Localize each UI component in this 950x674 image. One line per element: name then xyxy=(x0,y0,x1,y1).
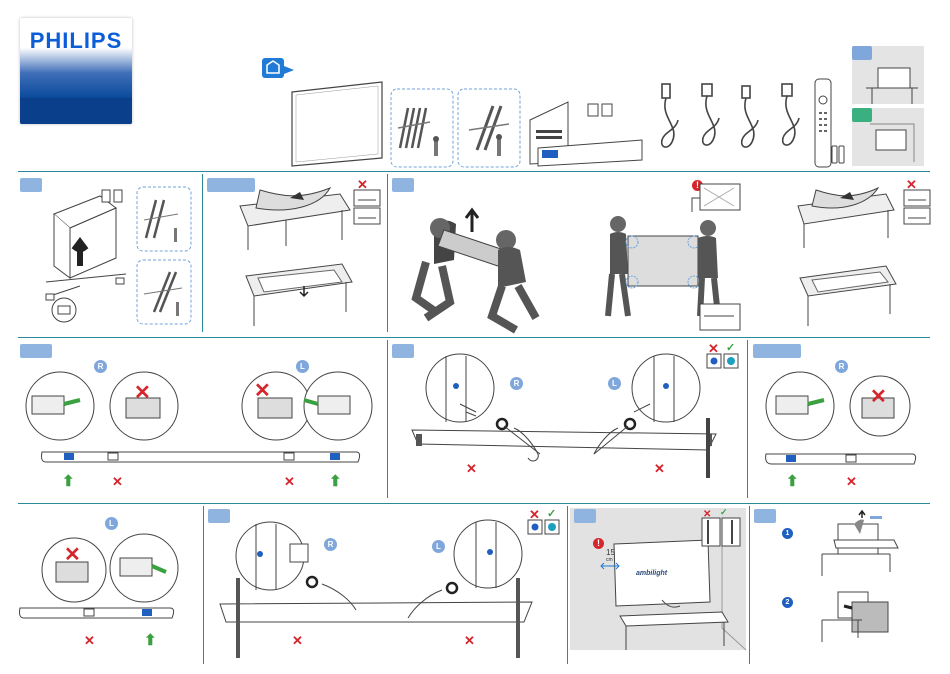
screw-hole-compare-icon xyxy=(707,354,739,370)
ambilight-logo: ambilight xyxy=(636,570,667,577)
stand-legs-icon xyxy=(136,186,192,326)
step-tab xyxy=(20,344,52,358)
divider-v xyxy=(747,340,748,498)
distance-arrow-icon xyxy=(600,562,620,570)
correct-mark: ✓ xyxy=(726,341,735,354)
substep-badge: 2 xyxy=(782,597,793,608)
correct-arrow: ⬆ xyxy=(329,474,342,489)
logo-band xyxy=(20,98,132,124)
remote-control-icon xyxy=(814,78,832,170)
box-icon xyxy=(262,56,296,82)
correct-mark: ✓ xyxy=(720,507,728,518)
wrong-mark: ✕ xyxy=(464,634,475,647)
wrong-mark: ✕ xyxy=(466,462,477,475)
philips-logo: PHILIPS xyxy=(20,18,132,124)
divider-v xyxy=(749,506,750,664)
screw-hole-compare-icon xyxy=(528,520,560,536)
wall-mount-icon xyxy=(866,122,922,162)
batteries-icon xyxy=(832,144,846,164)
wall-gap-compare-icon xyxy=(702,518,742,548)
wrong-mark: ✕ xyxy=(84,634,95,647)
divider-v xyxy=(203,506,204,664)
wrong-mark: ✕ xyxy=(292,634,303,647)
base-slot-zoom-illustration xyxy=(18,370,378,482)
wall-distance-value: 15 xyxy=(606,548,615,557)
lay-on-table-illustration xyxy=(230,186,360,332)
stand-legs-icon xyxy=(457,88,521,168)
divider-middle xyxy=(18,337,930,338)
wrong-mark: ✕ xyxy=(846,475,857,488)
divider-top xyxy=(18,171,930,172)
warning-icon: ! xyxy=(593,538,604,549)
base-slot-zoom-illustration xyxy=(16,530,186,630)
peel-film-illustration xyxy=(814,510,914,650)
step-tab xyxy=(20,178,42,192)
mount-option-tab xyxy=(852,108,872,122)
wrong-mark: ✕ xyxy=(112,475,123,488)
manual-icon xyxy=(528,100,646,166)
screw-legs-illustration xyxy=(404,352,724,482)
carry-upright-illustration xyxy=(604,184,744,332)
left-side-badge: L xyxy=(105,517,118,530)
step-tab xyxy=(392,178,414,192)
divider-v xyxy=(387,174,388,332)
substep-badge: 1 xyxy=(782,528,793,539)
wrong-mark: ✕ xyxy=(64,545,81,565)
soft-surface-icon xyxy=(354,190,382,226)
step-tab xyxy=(754,509,776,523)
correct-arrow: ⬆ xyxy=(144,633,157,648)
divider-v xyxy=(387,340,388,498)
correct-arrow: ⬆ xyxy=(786,474,799,489)
brand-name: PHILIPS xyxy=(20,28,132,54)
wrong-mark: ✕ xyxy=(134,383,151,403)
soft-surface-icon xyxy=(904,190,932,226)
screw-legs-illustration xyxy=(212,518,542,658)
step-tab xyxy=(753,344,801,358)
correct-mark: ✓ xyxy=(547,507,556,520)
table-mount-icon xyxy=(862,64,922,104)
wrong-mark: ✕ xyxy=(870,387,887,407)
wrong-mark: ✕ xyxy=(654,462,665,475)
divider-v xyxy=(567,506,568,664)
two-person-lift-illustration xyxy=(406,206,556,332)
power-cord-icon xyxy=(654,76,804,156)
divider-bottom xyxy=(18,503,930,504)
base-slot-zoom-illustration xyxy=(762,370,922,470)
stand-legs-icon xyxy=(390,88,454,168)
wrong-mark: ✕ xyxy=(284,475,295,488)
divider-v xyxy=(202,174,203,332)
mount-option-tab xyxy=(852,46,872,60)
wrong-mark: ✕ xyxy=(254,381,271,401)
tv-panel-icon xyxy=(290,80,385,168)
lay-on-table-illustration xyxy=(790,186,900,332)
correct-arrow: ⬆ xyxy=(62,474,75,489)
